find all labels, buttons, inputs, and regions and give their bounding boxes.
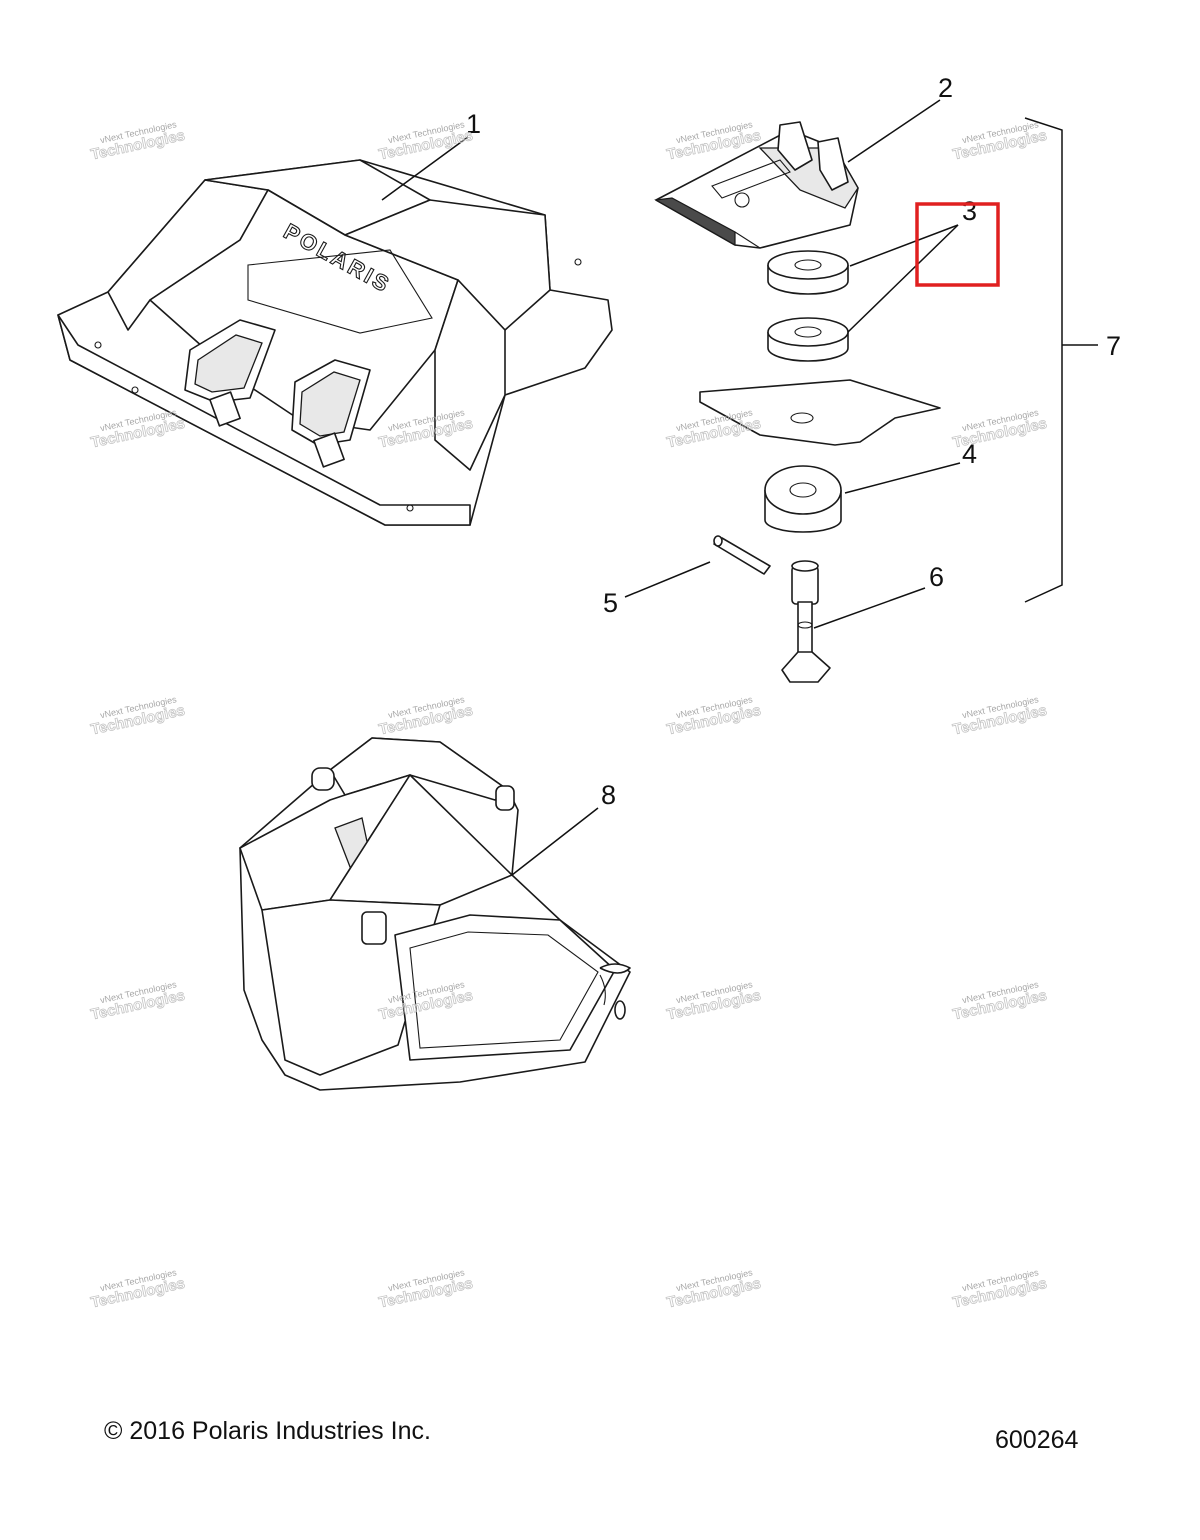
leader-lines — [381, 99, 961, 876]
part-3-washers — [767, 250, 849, 362]
callout-4: 4 — [962, 439, 977, 469]
callout-labels: 1 2 3 4 5 6 7 8 — [466, 73, 1121, 810]
callout-5: 5 — [603, 588, 618, 618]
callout-7: 7 — [1106, 331, 1121, 361]
callout-3: 3 — [962, 196, 977, 226]
callout-2: 2 — [938, 73, 953, 103]
part-1-storage-lid: POLARIS — [57, 159, 613, 526]
part-2-latch-cover — [654, 121, 859, 249]
part-5-pin — [713, 535, 771, 575]
drawing-number: 600264 — [995, 1426, 1079, 1454]
part-4-spacer — [764, 465, 842, 533]
copyright-notice: © 2016 Polaris Industries Inc. — [104, 1417, 431, 1445]
callout-6: 6 — [929, 562, 944, 592]
callout-1: 1 — [466, 109, 481, 139]
callout-8: 8 — [601, 780, 616, 810]
mounting-plate — [699, 379, 941, 446]
kit-bracket-7 — [1024, 117, 1098, 603]
part-6-latch-post — [781, 560, 831, 683]
highlight-box — [915, 202, 1000, 287]
part-8-storage-bag — [239, 737, 631, 1091]
